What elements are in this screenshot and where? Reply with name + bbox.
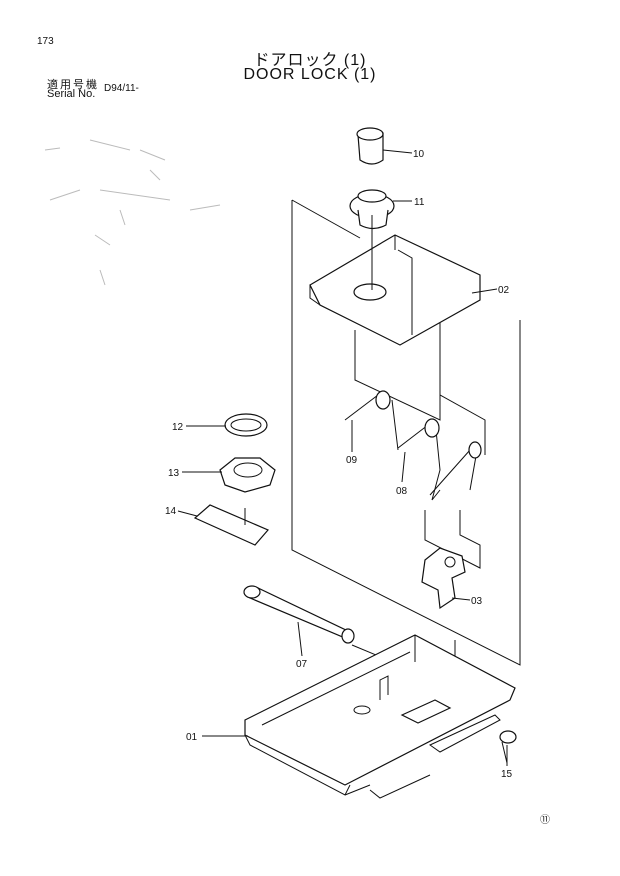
page-number: 173: [37, 36, 54, 47]
callout-03: 03: [471, 596, 483, 607]
leader-lines: [177, 149, 508, 766]
part-14-plate: [193, 504, 269, 546]
callout-10: 10: [413, 149, 425, 160]
part-03-latch: [421, 547, 466, 610]
serial-label-english: Serial No.: [47, 88, 96, 100]
title-japanese: ドアロック (1): [253, 52, 367, 69]
part-02-bracket: [309, 215, 481, 346]
serial-label-japanese: 適用号機: [47, 79, 99, 91]
part-12-snap-ring: [224, 413, 268, 437]
serial-value: D94/11-: [104, 83, 139, 94]
part-09-spring: [344, 390, 399, 451]
part-13-nut: [219, 457, 276, 493]
faint-ghost-artwork: [44, 139, 221, 286]
callout-14: 14: [165, 506, 177, 517]
callout-07: 07: [296, 659, 308, 670]
part-15-clip: [499, 730, 517, 764]
part-07-pin: [243, 585, 401, 666]
callout-15: 15: [501, 769, 513, 780]
part-10-knob: [356, 127, 384, 165]
title-english: DOOR LOCK (1): [243, 66, 377, 83]
page-mark: ⑪: [540, 815, 550, 826]
callout-12: 12: [172, 422, 184, 433]
callout-09: 09: [346, 455, 358, 466]
part-spring-small: [429, 441, 482, 496]
callout-11: 11: [414, 197, 425, 208]
callout-08: 08: [396, 486, 408, 497]
callout-02: 02: [498, 285, 510, 296]
callout-01: 01: [186, 732, 198, 743]
part-08-spring: [397, 418, 441, 501]
part-01-base: [244, 634, 516, 799]
callout-13: 13: [168, 468, 180, 479]
